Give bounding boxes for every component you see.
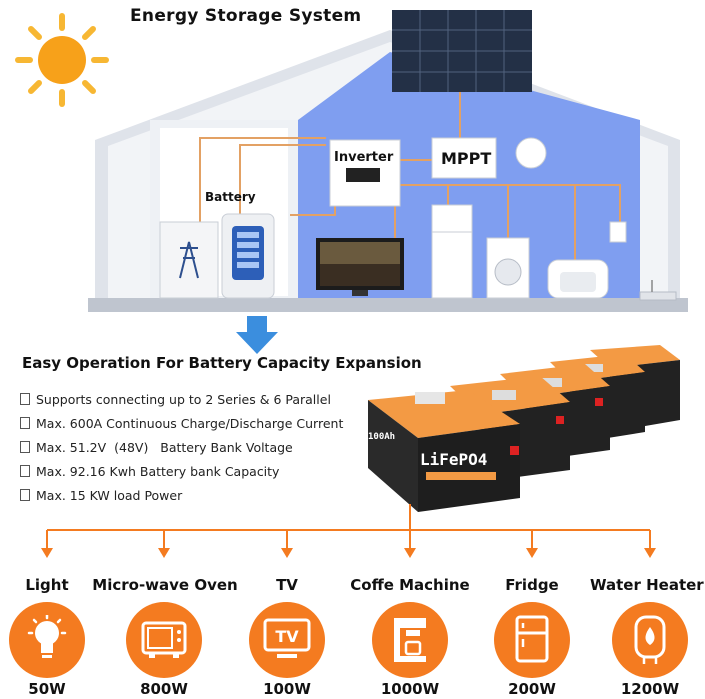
feature-item: Max. 15 KW load Power [20,488,182,503]
mppt-label: MPPT [441,149,492,168]
appliance-label-coffee: Coffe Machine [350,576,470,594]
appliance-watt-water-heater: 1200W [620,680,680,698]
feature-item: Supports connecting up to 2 Series & 6 P… [20,392,331,407]
battery-bank-illustration [368,345,680,512]
router-icon [639,280,677,301]
appliance-label-tv: TV [276,576,298,594]
sun-icon [15,13,109,107]
tv-icon: TV [249,602,325,678]
inverter-label: Inverter [334,150,394,165]
appliance-label-light: Light [25,576,69,594]
feature-item: Max. 92.16 Kwh Battery bank Capacity [20,464,279,479]
tv-icon [316,238,404,296]
battery-label: Battery [205,190,256,204]
appliance-watt-light: 50W [28,680,66,698]
inverter-icon [329,139,401,207]
microwave-icon [126,602,202,678]
solar-panel-icon [392,10,532,92]
appliance-watt-coffee: 1000W [380,680,440,698]
appliance-label-water-heater: Water Heater [590,576,704,594]
battery-cabinet-icon [159,213,275,299]
energy-system-illustration [15,10,688,312]
feature-item: Max. 600A Continuous Charge/Discharge Cu… [20,416,343,431]
feature-item: Max. 51.2V (48V) Battery Bank Voltage [20,440,293,455]
armchair-icon [547,259,609,299]
appliance-label-microwave: Micro-wave Oven [92,576,238,594]
down-arrow-icon [236,316,278,354]
wall-lamp-icon [609,221,627,243]
section-title: Easy Operation For Battery Capacity Expa… [22,354,422,372]
distribution-lines [41,504,656,558]
appliance-watt-microwave: 800W [140,680,188,698]
battery-capacity: 100Ah [368,432,396,442]
washing-machine-icon [486,237,530,299]
appliance-label-fridge: Fridge [505,576,559,594]
light-bulb-icon [9,602,85,678]
battery-brand: LiFePO4 [420,450,488,469]
fridge-icon [431,204,473,299]
appliance-watt-fridge: 200W [508,680,556,698]
appliance-watt-tv: 100W [263,680,311,698]
meter-icon [515,137,547,169]
coffee-machine-icon [372,602,448,678]
fridge-icon [494,602,570,678]
water-heater-icon [612,602,688,678]
svg-text:TV: TV [275,627,299,646]
page-title: Energy Storage System [130,6,362,26]
mppt-box [431,137,497,179]
